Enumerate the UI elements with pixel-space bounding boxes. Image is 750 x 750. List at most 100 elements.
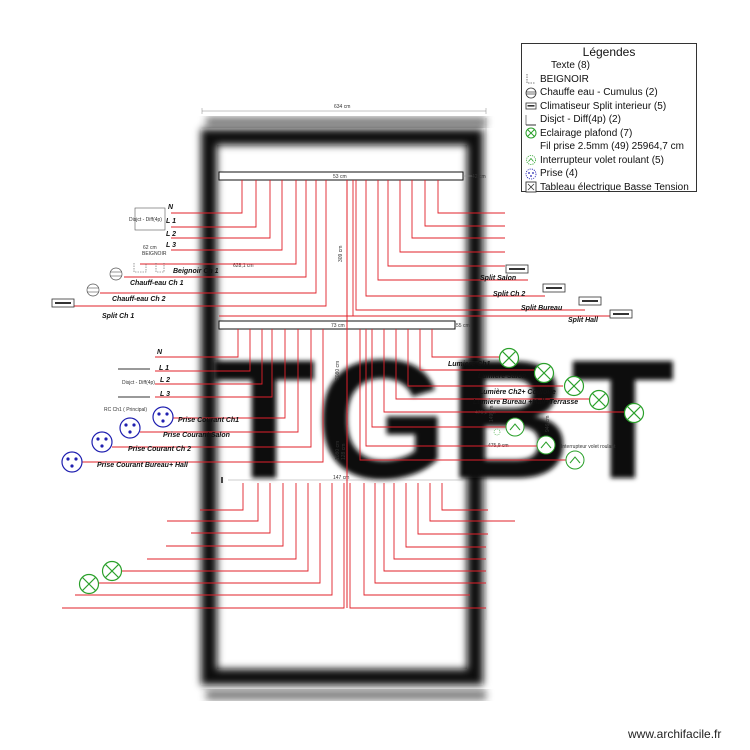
wire xyxy=(166,483,284,547)
wire xyxy=(355,180,585,311)
text-icon xyxy=(524,59,548,72)
busbar-bottom: 147 cm xyxy=(221,475,464,483)
dim-62: 62 cm xyxy=(143,245,157,251)
legend-item-label: Eclairage plafond (7) xyxy=(540,127,633,139)
panel-frame xyxy=(201,117,486,700)
label-split-ch1: Split Ch 1 xyxy=(102,313,134,320)
ceiling-light-icon[interactable] xyxy=(78,573,100,595)
split-bureau-icon[interactable] xyxy=(578,296,602,306)
legend-item-label: Interrupteur volet roulant (5) xyxy=(540,154,664,166)
legend-item: Eclairage plafond (7) xyxy=(522,127,696,141)
wire xyxy=(411,180,505,239)
wire xyxy=(155,329,239,358)
label-chauff-ch1: Chauff-eau Ch 1 xyxy=(130,280,184,287)
label-chauff-ch2: Chauff-eau Ch 2 xyxy=(112,296,166,303)
ceiling-light-icon[interactable] xyxy=(101,560,123,582)
split-ch1-icon[interactable] xyxy=(51,298,75,308)
label-l3-top: L 3 xyxy=(166,242,176,249)
breaker-icon xyxy=(524,113,537,126)
wire xyxy=(191,483,271,534)
shutter-switch-icon xyxy=(524,154,537,167)
ceiling-light-icon[interactable] xyxy=(533,362,555,384)
socket-ch1-icon[interactable] xyxy=(152,406,174,428)
wire xyxy=(171,180,257,228)
shutter-switch-small-icon[interactable] xyxy=(493,428,501,436)
disjct-top[interactable]: Disjct - Diff(4p) xyxy=(129,207,166,231)
wire xyxy=(405,483,486,548)
wire xyxy=(429,483,515,522)
legend-item: Chauffe eau - Cumulus (2) xyxy=(522,86,696,100)
ceiling-light-icon[interactable] xyxy=(563,375,585,397)
water-heater-ch2-icon[interactable] xyxy=(86,283,100,297)
split-hall-icon[interactable] xyxy=(609,309,633,319)
wire xyxy=(155,329,273,398)
wire xyxy=(377,180,528,281)
water-heater-ch1-icon[interactable] xyxy=(109,267,123,281)
shutter-switch-3-icon[interactable] xyxy=(565,450,585,470)
label-lumiere-ch1: Lumiere Ch1 xyxy=(448,361,491,368)
vertical-dim-149: 149 cm xyxy=(489,406,495,422)
label-beignoir-ch1: Beignoir Ch 1 xyxy=(173,268,219,275)
label-l2-mid: L 2 xyxy=(160,377,170,384)
disjct-top-label: Disjct - Diff(4p) xyxy=(129,217,162,223)
label-split-ch2: Split Ch 2 xyxy=(493,291,525,298)
wire xyxy=(424,180,505,227)
wire xyxy=(171,180,283,251)
label-split-hall: Split Hall xyxy=(568,317,599,324)
legend-item-label: Disjct - Diff(4p) (2) xyxy=(540,114,621,126)
legend-item-label: Texte (8) xyxy=(551,60,590,72)
label-n-mid: N xyxy=(157,349,163,356)
socket-salon-icon[interactable] xyxy=(119,417,141,439)
wire xyxy=(167,483,259,522)
label-split-salon: Split Salon xyxy=(480,275,516,282)
socket-bureau-icon[interactable] xyxy=(61,451,83,473)
busbar-mid: 73 cm 55 cm xyxy=(218,320,470,330)
shutter-switch-1-icon[interactable] xyxy=(505,417,525,437)
busbar-mid-label: 73 cm xyxy=(331,323,345,329)
wire xyxy=(359,329,566,461)
legend-item: Interrupteur volet roulant (5) xyxy=(522,154,696,168)
wire xyxy=(441,483,488,511)
busbar-top-right-label: 42 cm xyxy=(472,174,486,180)
split-ch2-icon[interactable] xyxy=(542,283,566,293)
wire xyxy=(74,180,327,307)
wire xyxy=(112,329,312,448)
legend-item: Texte (8) xyxy=(522,59,696,73)
wire xyxy=(140,329,299,433)
legend-item: BEIGNOIR xyxy=(522,73,696,87)
wire xyxy=(399,180,505,253)
water-heater-icon xyxy=(524,86,537,99)
wire xyxy=(100,180,317,294)
wire xyxy=(155,329,251,372)
wire xyxy=(395,329,590,400)
legend-item: Climatiseur Split interieur (5) xyxy=(522,100,696,114)
wire xyxy=(371,329,506,428)
ceiling-light-icon[interactable] xyxy=(498,347,520,369)
legend-item-label: Chauffe eau - Cumulus (2) xyxy=(540,87,658,99)
label-l3-mid: L 3 xyxy=(160,391,170,398)
wire xyxy=(349,483,486,609)
label-prise-ch2: Prise Courant Ch 2 xyxy=(128,446,191,453)
bathtub-icon[interactable] xyxy=(133,263,165,273)
panel-icon xyxy=(524,181,537,194)
label-prise-ch1: Prise Courant Ch1 xyxy=(178,417,239,424)
ceiling-light-icon xyxy=(524,127,537,140)
legend-item: Disjct - Diff(4p) (2) xyxy=(522,113,696,127)
footer-brand[interactable]: www.archifacile.fr xyxy=(628,727,722,741)
tgbt-title: TGBT xyxy=(212,325,675,515)
disjct-mid[interactable]: Disjct - Diff(4p) xyxy=(118,368,155,398)
legend-item: Fil prise 2.5mm (49) 25964,7 cm xyxy=(522,140,696,154)
split-salon-icon[interactable] xyxy=(505,264,529,274)
wire xyxy=(387,180,505,267)
socket-ch2-icon[interactable] xyxy=(91,431,113,453)
ceiling-light-icon[interactable] xyxy=(588,389,610,411)
ceiling-light-icon[interactable] xyxy=(623,402,645,424)
legend-item: Prise (4) xyxy=(522,167,696,181)
shutter-switch-2-icon[interactable] xyxy=(536,435,556,455)
wire xyxy=(147,483,297,560)
wire xyxy=(383,483,486,572)
lights xyxy=(78,347,645,595)
legend-title: Légendes xyxy=(582,45,636,59)
wire xyxy=(140,180,297,265)
